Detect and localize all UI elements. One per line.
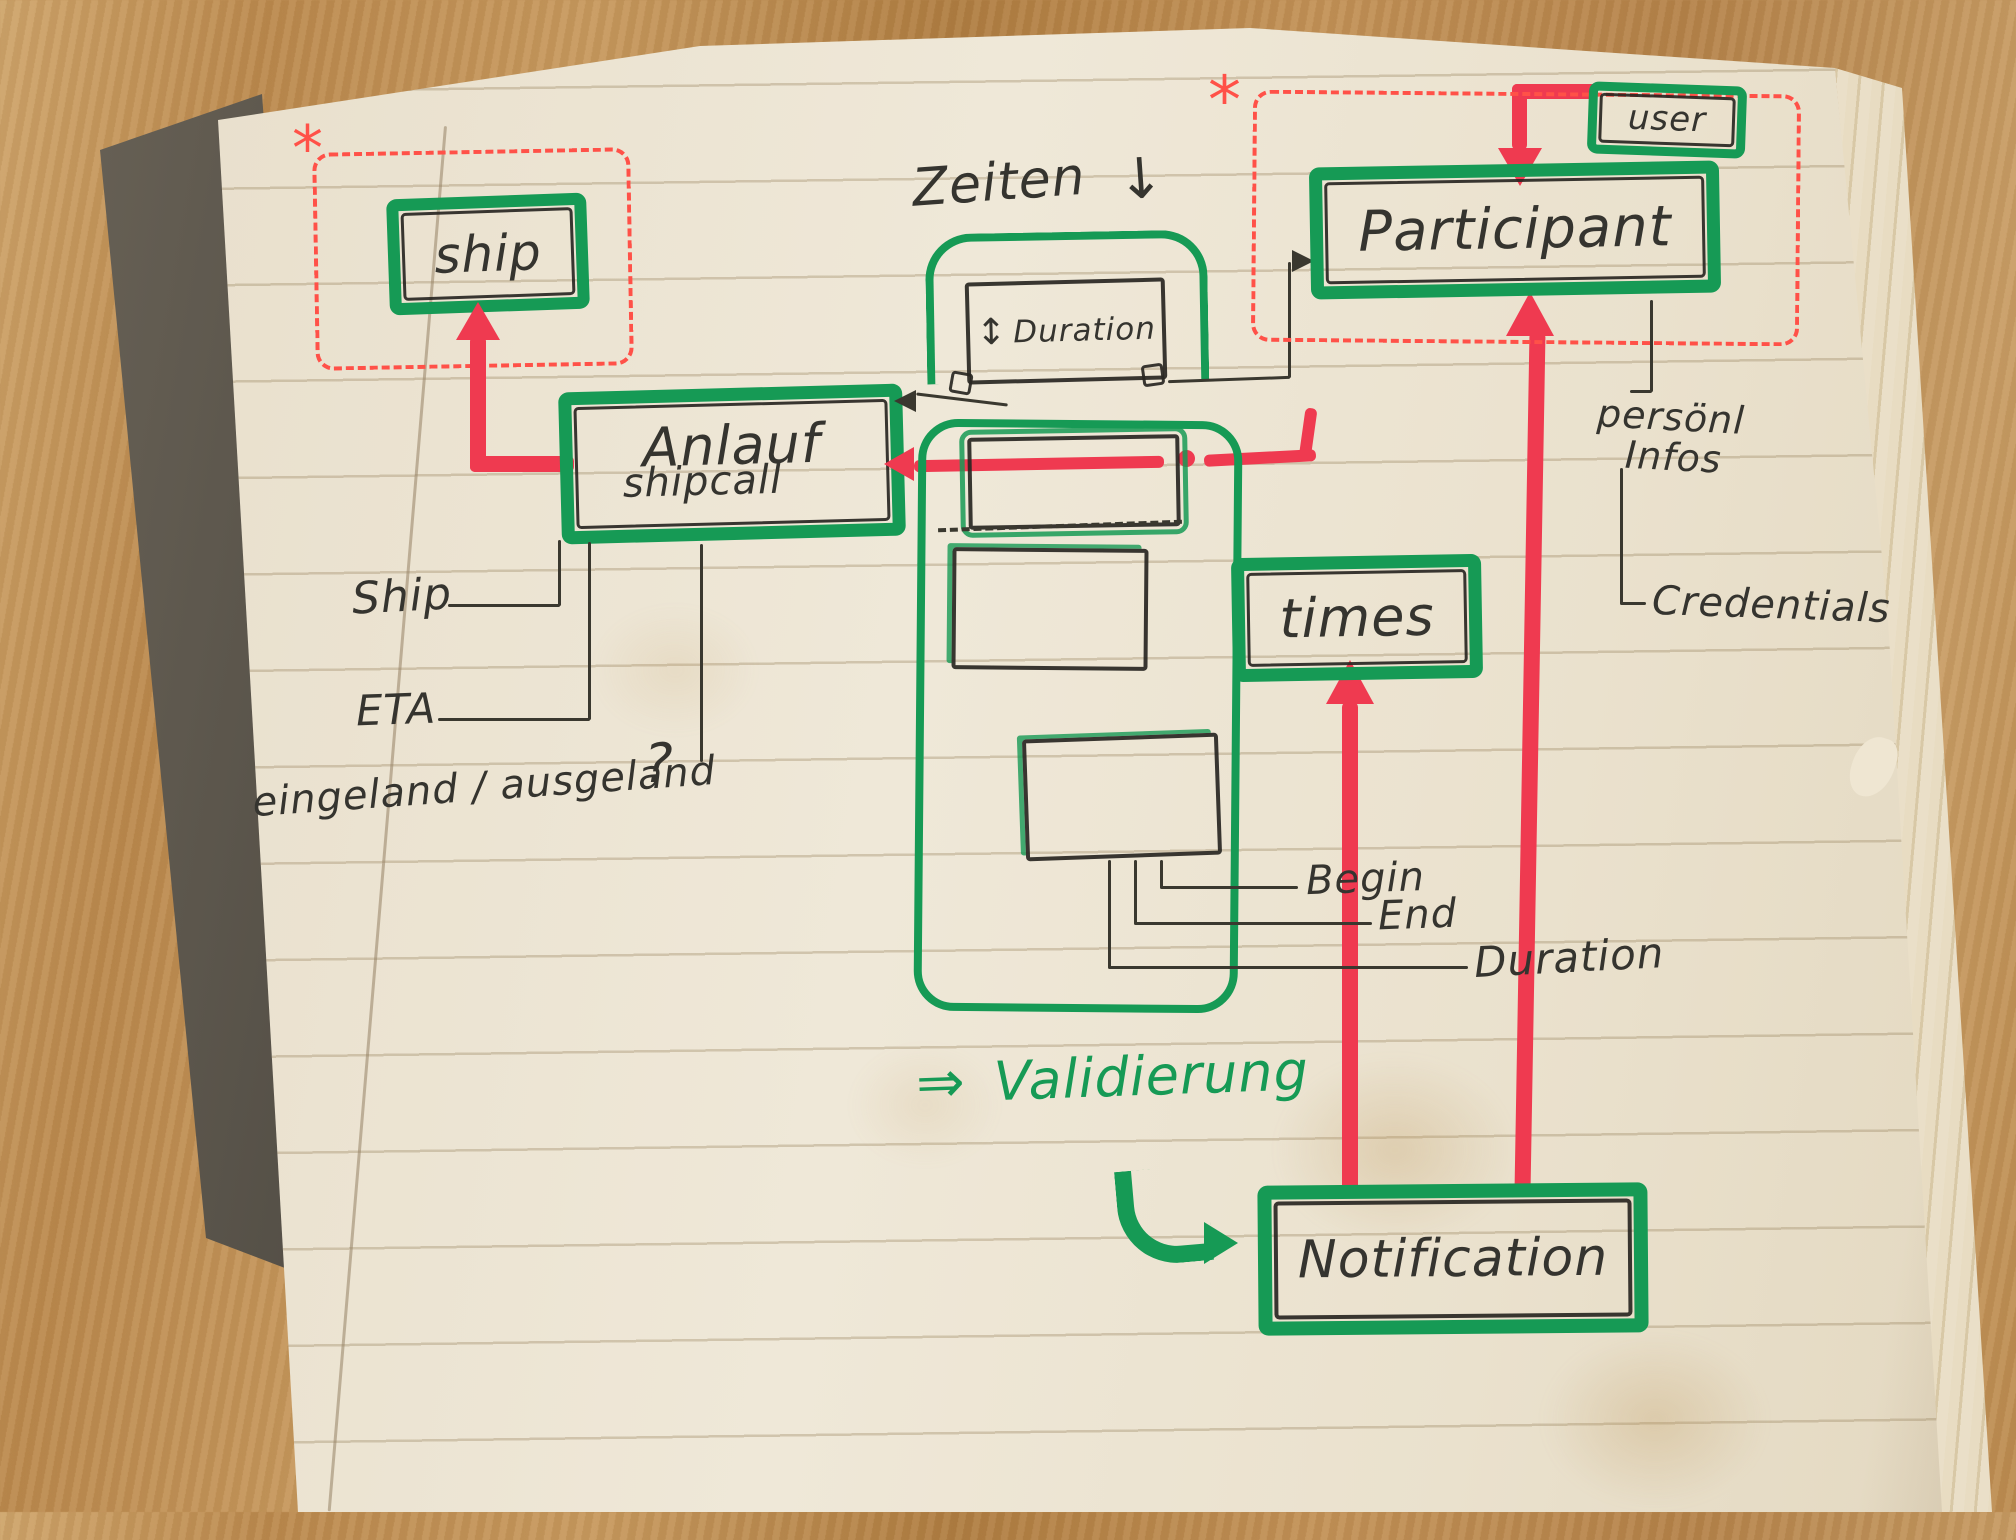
ship-attr-label: Ship (350, 568, 454, 625)
asterisk-left: * (292, 112, 324, 185)
credentials-label: Credentials (1651, 577, 1892, 633)
validierung-text: Validierung (992, 1039, 1310, 1114)
ship-box: ship (386, 192, 590, 316)
connector-segment (1620, 602, 1646, 605)
duration-attr-label: Duration (1472, 928, 1666, 987)
duration-box-label: Duration (1012, 310, 1157, 351)
sketch-box-1 (959, 425, 1189, 539)
arrow-dot (1178, 450, 1195, 467)
arrow-head (884, 447, 914, 481)
persoenl-infos-label: persönl Infos (1594, 391, 1746, 482)
times-box-label: times (1278, 584, 1436, 651)
connector-segment (1160, 886, 1298, 889)
arrow-head (894, 390, 916, 412)
notification-box: Notification (1257, 1182, 1649, 1336)
arrow-head (1498, 148, 1542, 186)
arrow-head (456, 302, 500, 340)
paper-smudge (560, 580, 790, 760)
user-box-ink-border: user (1598, 92, 1736, 148)
persoenl-line2: Infos (1623, 432, 1723, 482)
connector-segment (1134, 860, 1137, 924)
connector-segment (1108, 966, 1468, 969)
coffee-stain (1230, 1020, 1560, 1280)
sketch-box-2 (951, 547, 1149, 671)
notification-box-label: Notification (1297, 1227, 1609, 1291)
connector-segment (1160, 860, 1163, 888)
arrow-segment (1512, 84, 1598, 99)
times-box-ink-border: times (1246, 569, 1468, 667)
paper-smudge (820, 1020, 1030, 1190)
arrow-segment (1512, 84, 1527, 150)
connector-segment (700, 544, 703, 762)
anlauf-shipcall-box: Anlauf shipcall (558, 383, 906, 545)
eta-attr-label: ETA (355, 683, 437, 736)
connector-segment (1108, 860, 1111, 968)
participant-box-label: Participant (1357, 193, 1673, 265)
connector-segment (558, 540, 561, 606)
ship-box-label: ship (433, 222, 543, 285)
connector-segment (1134, 922, 1372, 925)
user-box-label: user (1627, 97, 1707, 141)
end-label: End (1377, 890, 1458, 940)
down-arrow-icon: ↓ (1114, 145, 1168, 214)
arrow-head (1326, 660, 1374, 704)
arrow-segment (1342, 702, 1358, 1194)
connector-segment (1650, 300, 1653, 392)
user-box: user (1586, 81, 1748, 159)
times-box: times (1230, 553, 1484, 683)
arrow-head (1506, 292, 1554, 336)
connector-segment (1620, 468, 1623, 604)
shipcall-label: shipcall (622, 457, 783, 508)
coffee-stain (1500, 1300, 1810, 1540)
resize-vertical-icon: ↕ (975, 311, 1008, 354)
validierung-note: ⇒ Validierung (914, 1039, 1310, 1117)
connector-segment (438, 718, 590, 721)
arrow-head (1204, 1222, 1238, 1264)
sketch-box-3 (1021, 732, 1223, 862)
anlauf-box-ink-border: Anlauf shipcall (573, 398, 891, 530)
arrow-head (1292, 250, 1314, 272)
duration-box: ↕ Duration (964, 277, 1168, 385)
connector-square (1140, 362, 1166, 388)
connector-square (948, 370, 974, 396)
zeiten-text: Zeiten (910, 146, 1088, 219)
participant-box: Participant (1308, 160, 1722, 300)
arrow-segment (470, 336, 486, 472)
arrow-segment (1288, 262, 1291, 378)
asterisk-right: * (1208, 62, 1242, 139)
arrow-segment (470, 456, 574, 472)
ship-box-ink-border: ship (400, 207, 576, 301)
connector-segment (588, 542, 591, 720)
connector-segment (448, 604, 560, 607)
inout-question-mark: ? (644, 732, 674, 795)
participant-box-ink-border: Participant (1324, 175, 1706, 285)
connector-segment (1630, 390, 1652, 393)
notification-box-ink-border: Notification (1273, 1198, 1633, 1320)
double-arrow-icon: ⇒ (914, 1047, 967, 1117)
